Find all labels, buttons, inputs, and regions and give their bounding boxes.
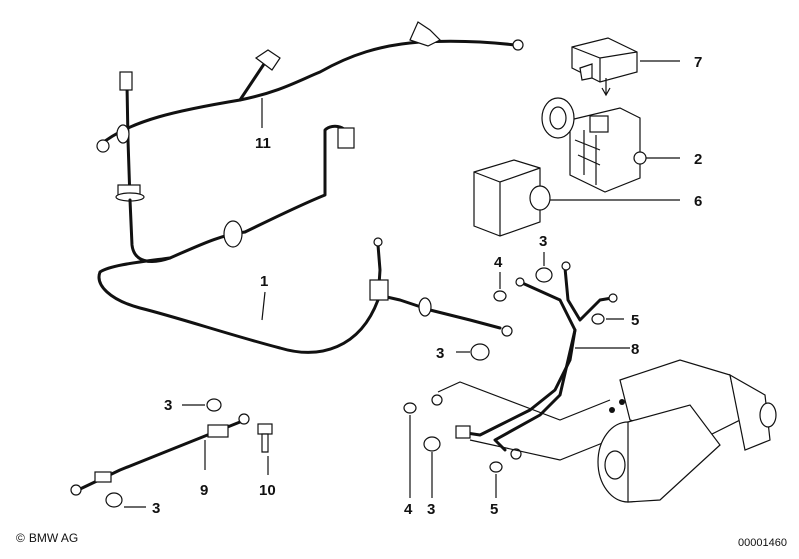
part-7-relay[interactable] xyxy=(571,37,680,97)
part-8-starter-cable[interactable] xyxy=(431,261,630,461)
label-11: 11 xyxy=(255,135,271,152)
copyright-notice: ©BMW AG xyxy=(16,531,78,545)
label-5a: 5 xyxy=(631,312,639,329)
label-3c: 3 xyxy=(164,397,172,414)
part-11-cable-harness[interactable] xyxy=(96,21,524,202)
image-number: 00001460 xyxy=(738,537,787,549)
callout-labels: 11 7 2 6 1 3 4 5 3 8 3 9 10 3 4 3 5 xyxy=(152,54,702,518)
copyright-text: BMW AG xyxy=(28,531,79,545)
label-3a: 3 xyxy=(539,233,547,250)
label-1: 1 xyxy=(260,273,268,290)
part-1-main-cable[interactable] xyxy=(97,124,513,354)
label-8: 8 xyxy=(631,341,639,358)
label-3e: 3 xyxy=(427,501,435,518)
label-3d: 3 xyxy=(152,500,160,517)
part-2-relay-holder[interactable] xyxy=(541,97,680,193)
label-3b: 3 xyxy=(436,345,444,362)
part-9-ground-strap[interactable] xyxy=(70,413,250,496)
label-7: 7 xyxy=(694,54,702,71)
copyright-symbol: © xyxy=(16,531,25,545)
leader-lines xyxy=(124,98,624,508)
part-6-cover[interactable] xyxy=(473,159,680,237)
label-2: 2 xyxy=(694,151,702,168)
label-9: 9 xyxy=(200,482,208,499)
part-10-bolt[interactable] xyxy=(257,423,273,475)
starter-motor[interactable] xyxy=(597,359,777,503)
label-4a: 4 xyxy=(494,254,503,271)
label-10: 10 xyxy=(259,482,276,499)
label-4b: 4 xyxy=(404,501,413,518)
label-6: 6 xyxy=(694,193,702,210)
label-5b: 5 xyxy=(490,501,498,518)
nuts[interactable] xyxy=(105,267,605,508)
